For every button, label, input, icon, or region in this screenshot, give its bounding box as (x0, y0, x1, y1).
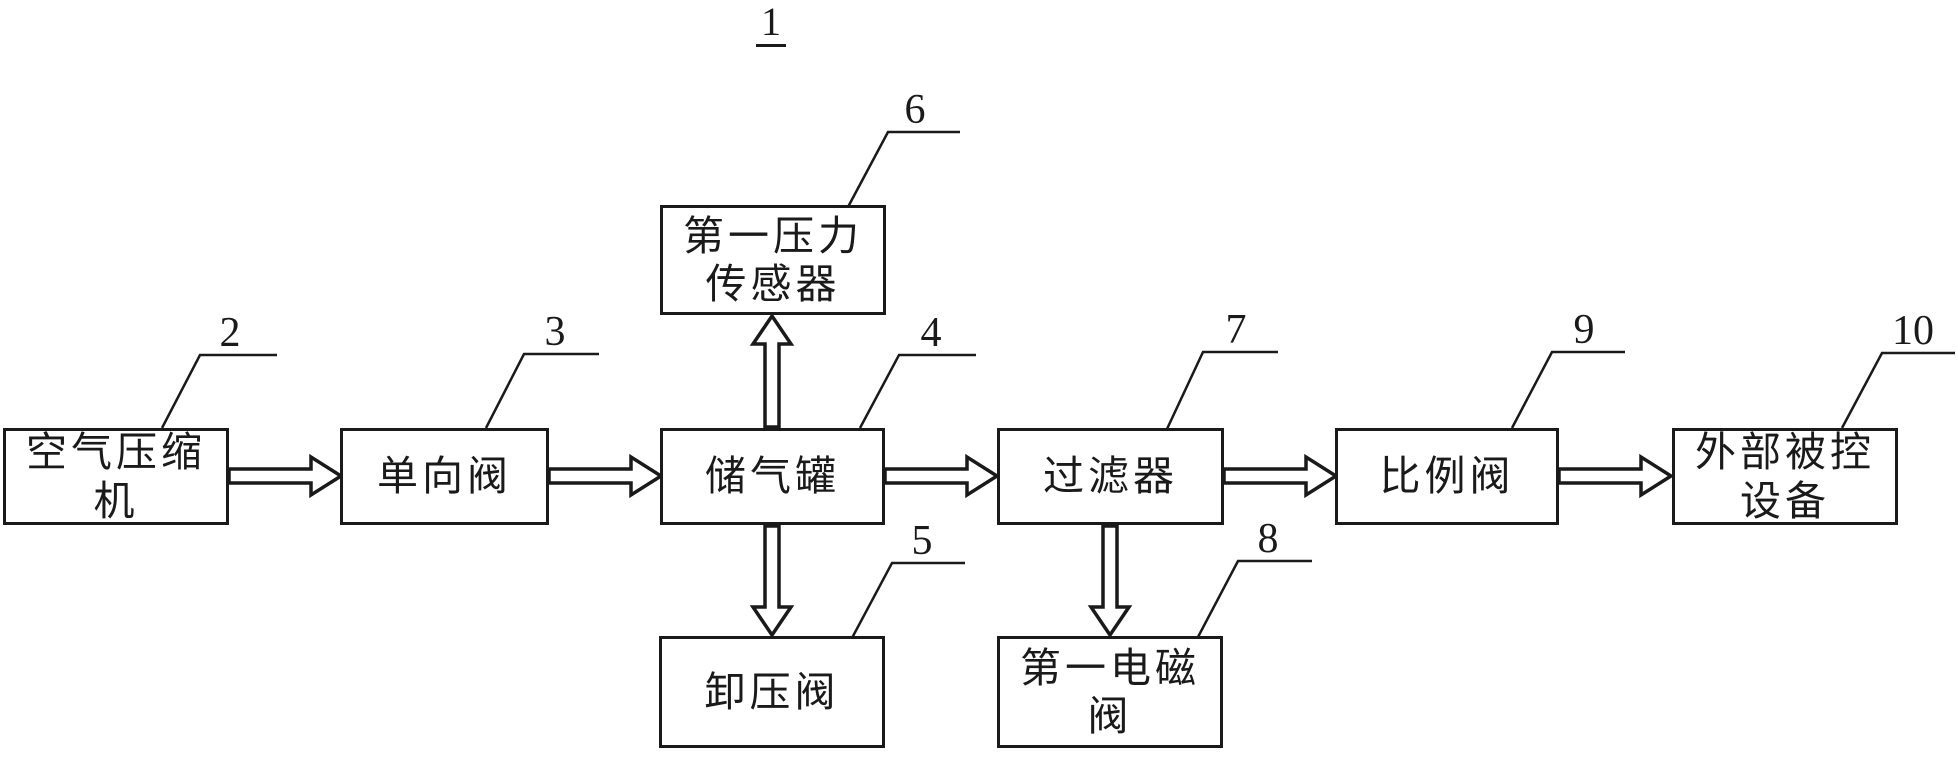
node-filter: 过滤器 (997, 428, 1224, 525)
node-external-controlled-device: 外部被控设备 (1672, 428, 1898, 525)
figure-number-label: 1 (756, 2, 786, 47)
flow-arrow-tank-to-pressure-sensor (749, 312, 795, 429)
ref-label-proportional-valve: 9 (1573, 307, 1595, 353)
flow-arrow-filter-to-proportional-valve (1222, 453, 1340, 499)
leader-line-4 (858, 353, 976, 429)
node-gas-storage-tank: 储气罐 (660, 428, 885, 525)
ref-label-external-controlled-device: 10 (1892, 308, 1934, 354)
flow-arrow-check-valve-to-tank (547, 453, 665, 499)
flow-arrow-compressor-to-check-valve (227, 453, 345, 499)
node-first-pressure-sensor: 第一压力传感器 (660, 205, 886, 315)
leader-line-3 (484, 352, 599, 429)
flow-arrow-tank-to-relief-valve (749, 524, 795, 639)
ref-label-check-valve: 3 (544, 309, 566, 355)
node-air-compressor: 空气压缩机 (3, 428, 229, 525)
node-proportional-valve: 比例阀 (1335, 428, 1559, 525)
node-pressure-relief-valve: 卸压阀 (659, 636, 885, 748)
ref-label-filter: 7 (1225, 307, 1247, 353)
flow-arrow-tank-to-filter (883, 453, 1001, 499)
leader-line-7 (1165, 350, 1278, 430)
leader-line-9 (1510, 350, 1625, 429)
leader-line-8 (1196, 559, 1312, 638)
ref-label-first-solenoid-valve: 8 (1257, 516, 1279, 562)
ref-label-air-compressor: 2 (219, 310, 241, 356)
ref-label-gas-storage-tank: 4 (920, 310, 942, 356)
flow-arrow-proportional-valve-to-external-device (1557, 453, 1675, 499)
leader-line-10 (1840, 351, 1955, 429)
node-first-solenoid-valve: 第一电磁阀 (997, 636, 1223, 748)
ref-label-pressure-relief-valve: 5 (911, 518, 933, 564)
flow-arrow-filter-to-solenoid-valve (1087, 524, 1133, 639)
ref-label-first-pressure-sensor: 6 (904, 87, 926, 133)
leader-line-6 (846, 130, 960, 208)
leader-line-2 (160, 353, 277, 429)
leader-line-5 (850, 561, 965, 639)
node-check-valve: 单向阀 (340, 428, 549, 525)
